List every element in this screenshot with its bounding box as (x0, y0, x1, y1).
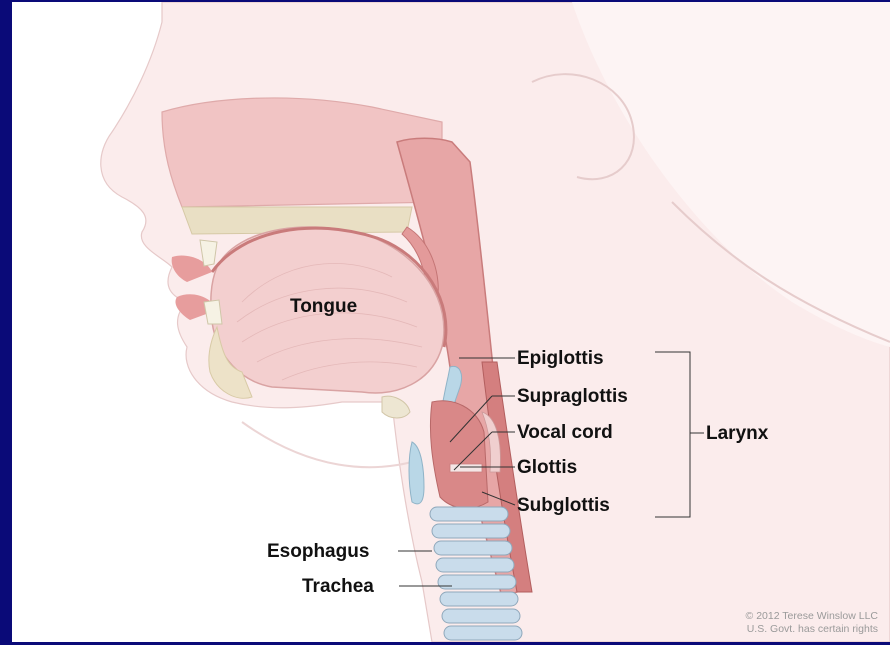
trachea-ring (430, 507, 508, 521)
trachea-ring (434, 541, 512, 555)
label-esophagus: Esophagus (267, 542, 369, 561)
copyright-line-1: © 2012 Terese Winslow LLC (746, 610, 878, 622)
label-epiglottis: Epiglottis (517, 349, 604, 368)
trachea-ring (436, 558, 514, 572)
label-glottis: Glottis (517, 458, 577, 477)
trachea-ring (438, 575, 516, 589)
anatomy-illustration (12, 2, 890, 642)
label-tongue: Tongue (290, 297, 357, 316)
label-supraglottis: Supraglottis (517, 387, 628, 406)
label-trachea: Trachea (302, 577, 374, 596)
vocal-fold (450, 464, 482, 472)
jaw-outline (242, 422, 412, 467)
trachea-ring (440, 592, 518, 606)
trachea-ring (444, 626, 522, 640)
copyright-line-2: U.S. Govt. has certain rights (747, 623, 878, 635)
label-larynx: Larynx (706, 424, 768, 443)
trachea-ring (442, 609, 520, 623)
label-subglottis: Subglottis (517, 496, 610, 515)
illustration-frame: Tongue Epiglottis Supraglottis Vocal cor… (12, 2, 890, 642)
trachea-ring (432, 524, 510, 538)
label-vocal-cord: Vocal cord (517, 423, 613, 442)
